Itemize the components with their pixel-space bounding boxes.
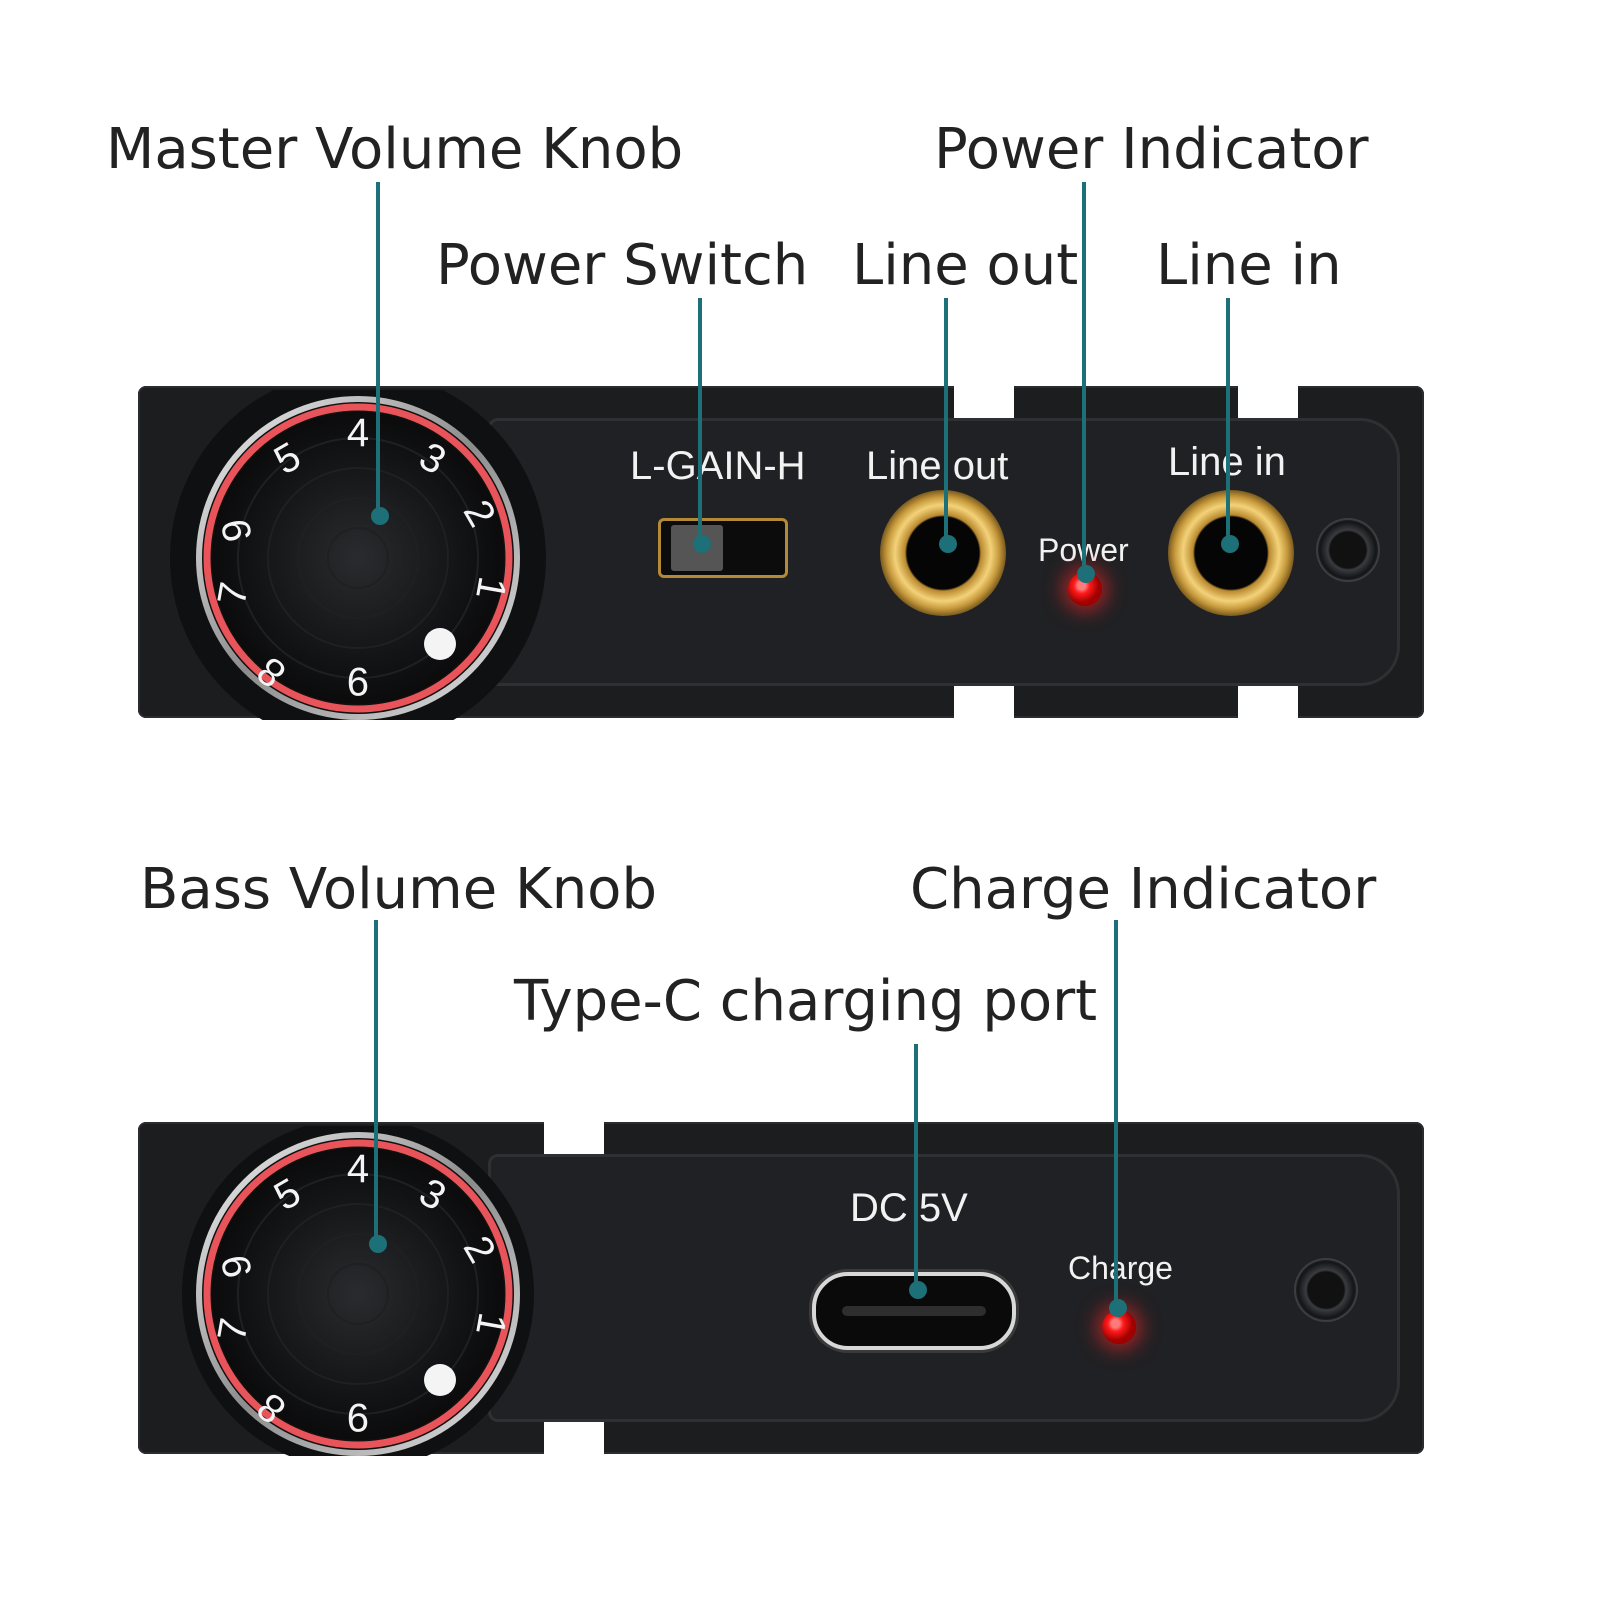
bass-volume-knob[interactable]: 4 3 2 1 5 9 7 8 9: [168, 1118, 552, 1470]
knob-number: 4: [347, 411, 369, 455]
hex-screw-icon: [1316, 518, 1380, 582]
leader-line-in: [1226, 298, 1230, 544]
leader-bass-volume: [374, 920, 378, 1244]
callout-line-out: Line out: [852, 233, 1079, 298]
callout-line-in: Line in: [1156, 233, 1342, 298]
line-out-label: Line out: [866, 444, 1009, 488]
switch-toggle[interactable]: [671, 525, 723, 571]
leader-dot: [1077, 565, 1095, 583]
charge-label: Charge: [1068, 1250, 1173, 1286]
leader-dot: [939, 535, 957, 553]
knob-number: 9: [347, 659, 369, 703]
knob-number: 9: [347, 1395, 369, 1439]
knob-indicator-dot: [424, 1364, 456, 1396]
knob-number: 4: [347, 1147, 369, 1191]
leader-master-volume: [376, 182, 380, 516]
leader-dot: [693, 535, 711, 553]
line-in-jack[interactable]: [1168, 490, 1294, 616]
callout-bass-volume-knob: Bass Volume Knob: [140, 857, 657, 922]
usbc-tongue: [842, 1306, 986, 1316]
callout-master-volume-knob: Master Volume Knob: [106, 117, 684, 182]
line-out-jack[interactable]: [880, 490, 1006, 616]
leader-line-out: [944, 298, 948, 544]
master-volume-knob[interactable]: 4 3 2 1 5 9 7 8 9: [168, 370, 552, 746]
dc-label: DC 5V: [850, 1186, 968, 1230]
leader-charge-indicator: [1114, 920, 1118, 1308]
leader-dot: [369, 1235, 387, 1253]
bottom-device-panel: 4 3 2 1 5 9 7 8 9 DC 5V Charge: [138, 1118, 1424, 1470]
callout-charge-indicator: Charge Indicator: [910, 857, 1377, 922]
leader-type-c: [914, 1044, 918, 1290]
leader-power-indicator: [1082, 182, 1086, 574]
leader-power-switch: [698, 298, 702, 544]
leader-dot: [1109, 1299, 1127, 1317]
gain-label: L-GAIN-H: [630, 444, 806, 488]
knob-indicator-dot: [424, 628, 456, 660]
callout-power-switch: Power Switch: [436, 233, 809, 298]
callout-type-c-port: Type-C charging port: [514, 969, 1098, 1034]
leader-dot: [1221, 535, 1239, 553]
power-switch[interactable]: [658, 518, 788, 578]
callout-power-indicator: Power Indicator: [934, 117, 1369, 182]
leader-dot: [371, 507, 389, 525]
hex-screw-icon: [1294, 1258, 1358, 1322]
leader-dot: [909, 1281, 927, 1299]
